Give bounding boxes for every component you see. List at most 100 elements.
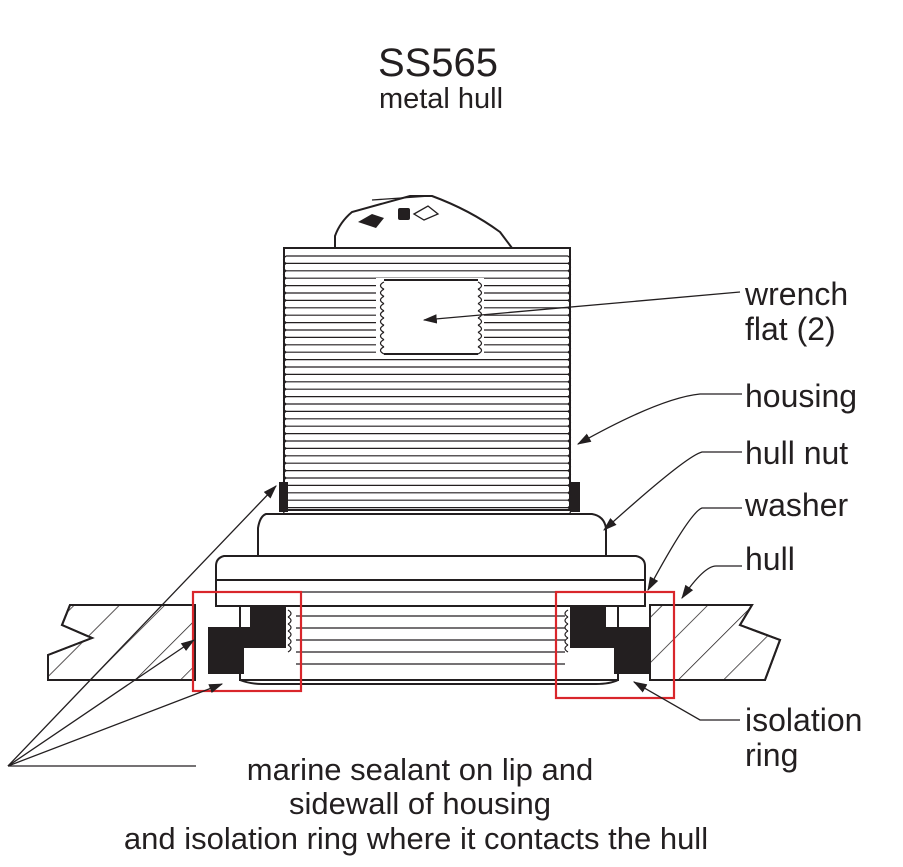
hull-nut <box>257 513 607 557</box>
thread-notch-right <box>567 329 572 338</box>
ring-thread <box>564 637 569 646</box>
label-housing: housing <box>745 378 857 414</box>
thread-notch-right <box>567 499 572 509</box>
thread-notch-right <box>567 492 572 501</box>
ring-thread <box>564 616 569 625</box>
sealant-note-line2: sidewall of housing <box>289 786 551 821</box>
flat-thread-right <box>477 295 483 305</box>
flat-thread-right <box>477 281 483 290</box>
thread-notch-left <box>282 455 287 464</box>
thread-notch-right <box>567 314 572 324</box>
thread-notch-right <box>567 470 572 479</box>
flat-thread-left <box>379 281 385 290</box>
label-isolation-ring-line2: ring <box>745 737 798 773</box>
thread-notch-right <box>567 484 572 494</box>
label-wrench-flat-line2: flat (2) <box>745 311 836 347</box>
sealant-band-left <box>279 482 288 512</box>
label-wrench-flat-line1: wrench <box>744 276 848 312</box>
ring-thread <box>287 630 292 639</box>
thread-notch-left <box>282 359 287 368</box>
thread-notch-right <box>567 477 572 486</box>
thread-notch-left <box>282 425 287 435</box>
thread-notch-left <box>282 262 287 272</box>
wrench-flat <box>376 278 484 355</box>
isolation-ring-left <box>208 606 292 674</box>
ring-thread <box>287 644 292 653</box>
thread-notch-right <box>567 403 572 412</box>
flat-thread-left <box>379 303 385 312</box>
thread-notch-left <box>282 470 287 479</box>
thread-notch-right <box>567 292 572 301</box>
thread-notch-left <box>282 366 287 375</box>
thread-notch-left <box>282 418 287 427</box>
thread-notch-right <box>567 255 572 264</box>
thread-notch-left <box>282 270 287 279</box>
thread-notch-right <box>567 462 572 472</box>
thread-notch-right <box>567 351 572 361</box>
leader-lines <box>7 291 742 767</box>
flat-thread-left <box>379 346 385 355</box>
isolation-ring-right-threads <box>564 609 569 653</box>
flat-thread-left <box>379 317 385 326</box>
thread-notch-right <box>567 447 572 457</box>
ring-thread <box>564 623 569 632</box>
thread-notch-left <box>282 336 287 346</box>
isolation-ring-right <box>564 606 650 674</box>
thread-notch-left <box>282 403 287 412</box>
thread-notch-right <box>567 322 572 331</box>
ring-thread <box>287 637 292 646</box>
thread-notch-left <box>282 255 287 264</box>
ring-thread <box>564 644 569 653</box>
thread-notch-right <box>567 455 572 464</box>
thread-notch-left <box>282 307 287 316</box>
thread-notch-right <box>567 344 572 353</box>
thread-notch-left <box>282 344 287 353</box>
thread-notch-left <box>282 433 287 442</box>
thread-notch-right <box>567 440 572 449</box>
ring-thread <box>287 616 292 625</box>
flat-thread-left <box>379 331 385 341</box>
flat-thread-right <box>477 324 483 333</box>
thread-notch-right <box>567 418 572 427</box>
label-hull-nut: hull nut <box>745 435 848 471</box>
thread-notch-right <box>567 277 572 287</box>
thread-notch-right <box>567 381 572 390</box>
hull-plate <box>47 604 782 681</box>
flat-thread-right <box>477 346 483 355</box>
thread-notch-left <box>282 410 287 420</box>
thread-notch-right <box>567 433 572 442</box>
thread-notch-right <box>567 262 572 272</box>
thread-notch-right <box>567 396 572 405</box>
thread-notch-left <box>282 381 287 390</box>
flat-thread-right <box>477 339 483 348</box>
isolation-ring-left-threads <box>287 609 292 653</box>
flat-thread-right <box>477 288 483 297</box>
cable-connector <box>334 195 514 249</box>
thread-notch-left <box>282 314 287 324</box>
thread-notch-right <box>567 270 572 279</box>
ring-thread <box>287 623 292 632</box>
thread-notch-left <box>282 396 287 405</box>
thread-notch-left <box>282 329 287 338</box>
thread-notch-left <box>282 351 287 361</box>
label-washer: washer <box>744 487 849 523</box>
sealant-band-right <box>571 482 580 512</box>
thread-notch-right <box>567 388 572 398</box>
thread-notch-left <box>282 388 287 398</box>
thread-notch-right <box>567 410 572 420</box>
thread-notch-left <box>282 285 287 294</box>
flat-thread-right <box>477 331 483 341</box>
diagram-subtitle: metal hull <box>379 83 503 115</box>
thread-notch-left <box>282 292 287 301</box>
ring-thread <box>564 609 569 618</box>
thread-notch-left <box>282 277 287 287</box>
thread-notch-left <box>282 373 287 383</box>
thread-notch-left <box>282 299 287 309</box>
flat-thread-left <box>379 339 385 348</box>
washer <box>215 555 646 581</box>
thread-notch-right <box>567 285 572 294</box>
diagram-title: SS565 <box>378 41 498 85</box>
thread-notch-right <box>567 336 572 346</box>
ring-thread <box>564 630 569 639</box>
thread-notch-left <box>282 447 287 457</box>
